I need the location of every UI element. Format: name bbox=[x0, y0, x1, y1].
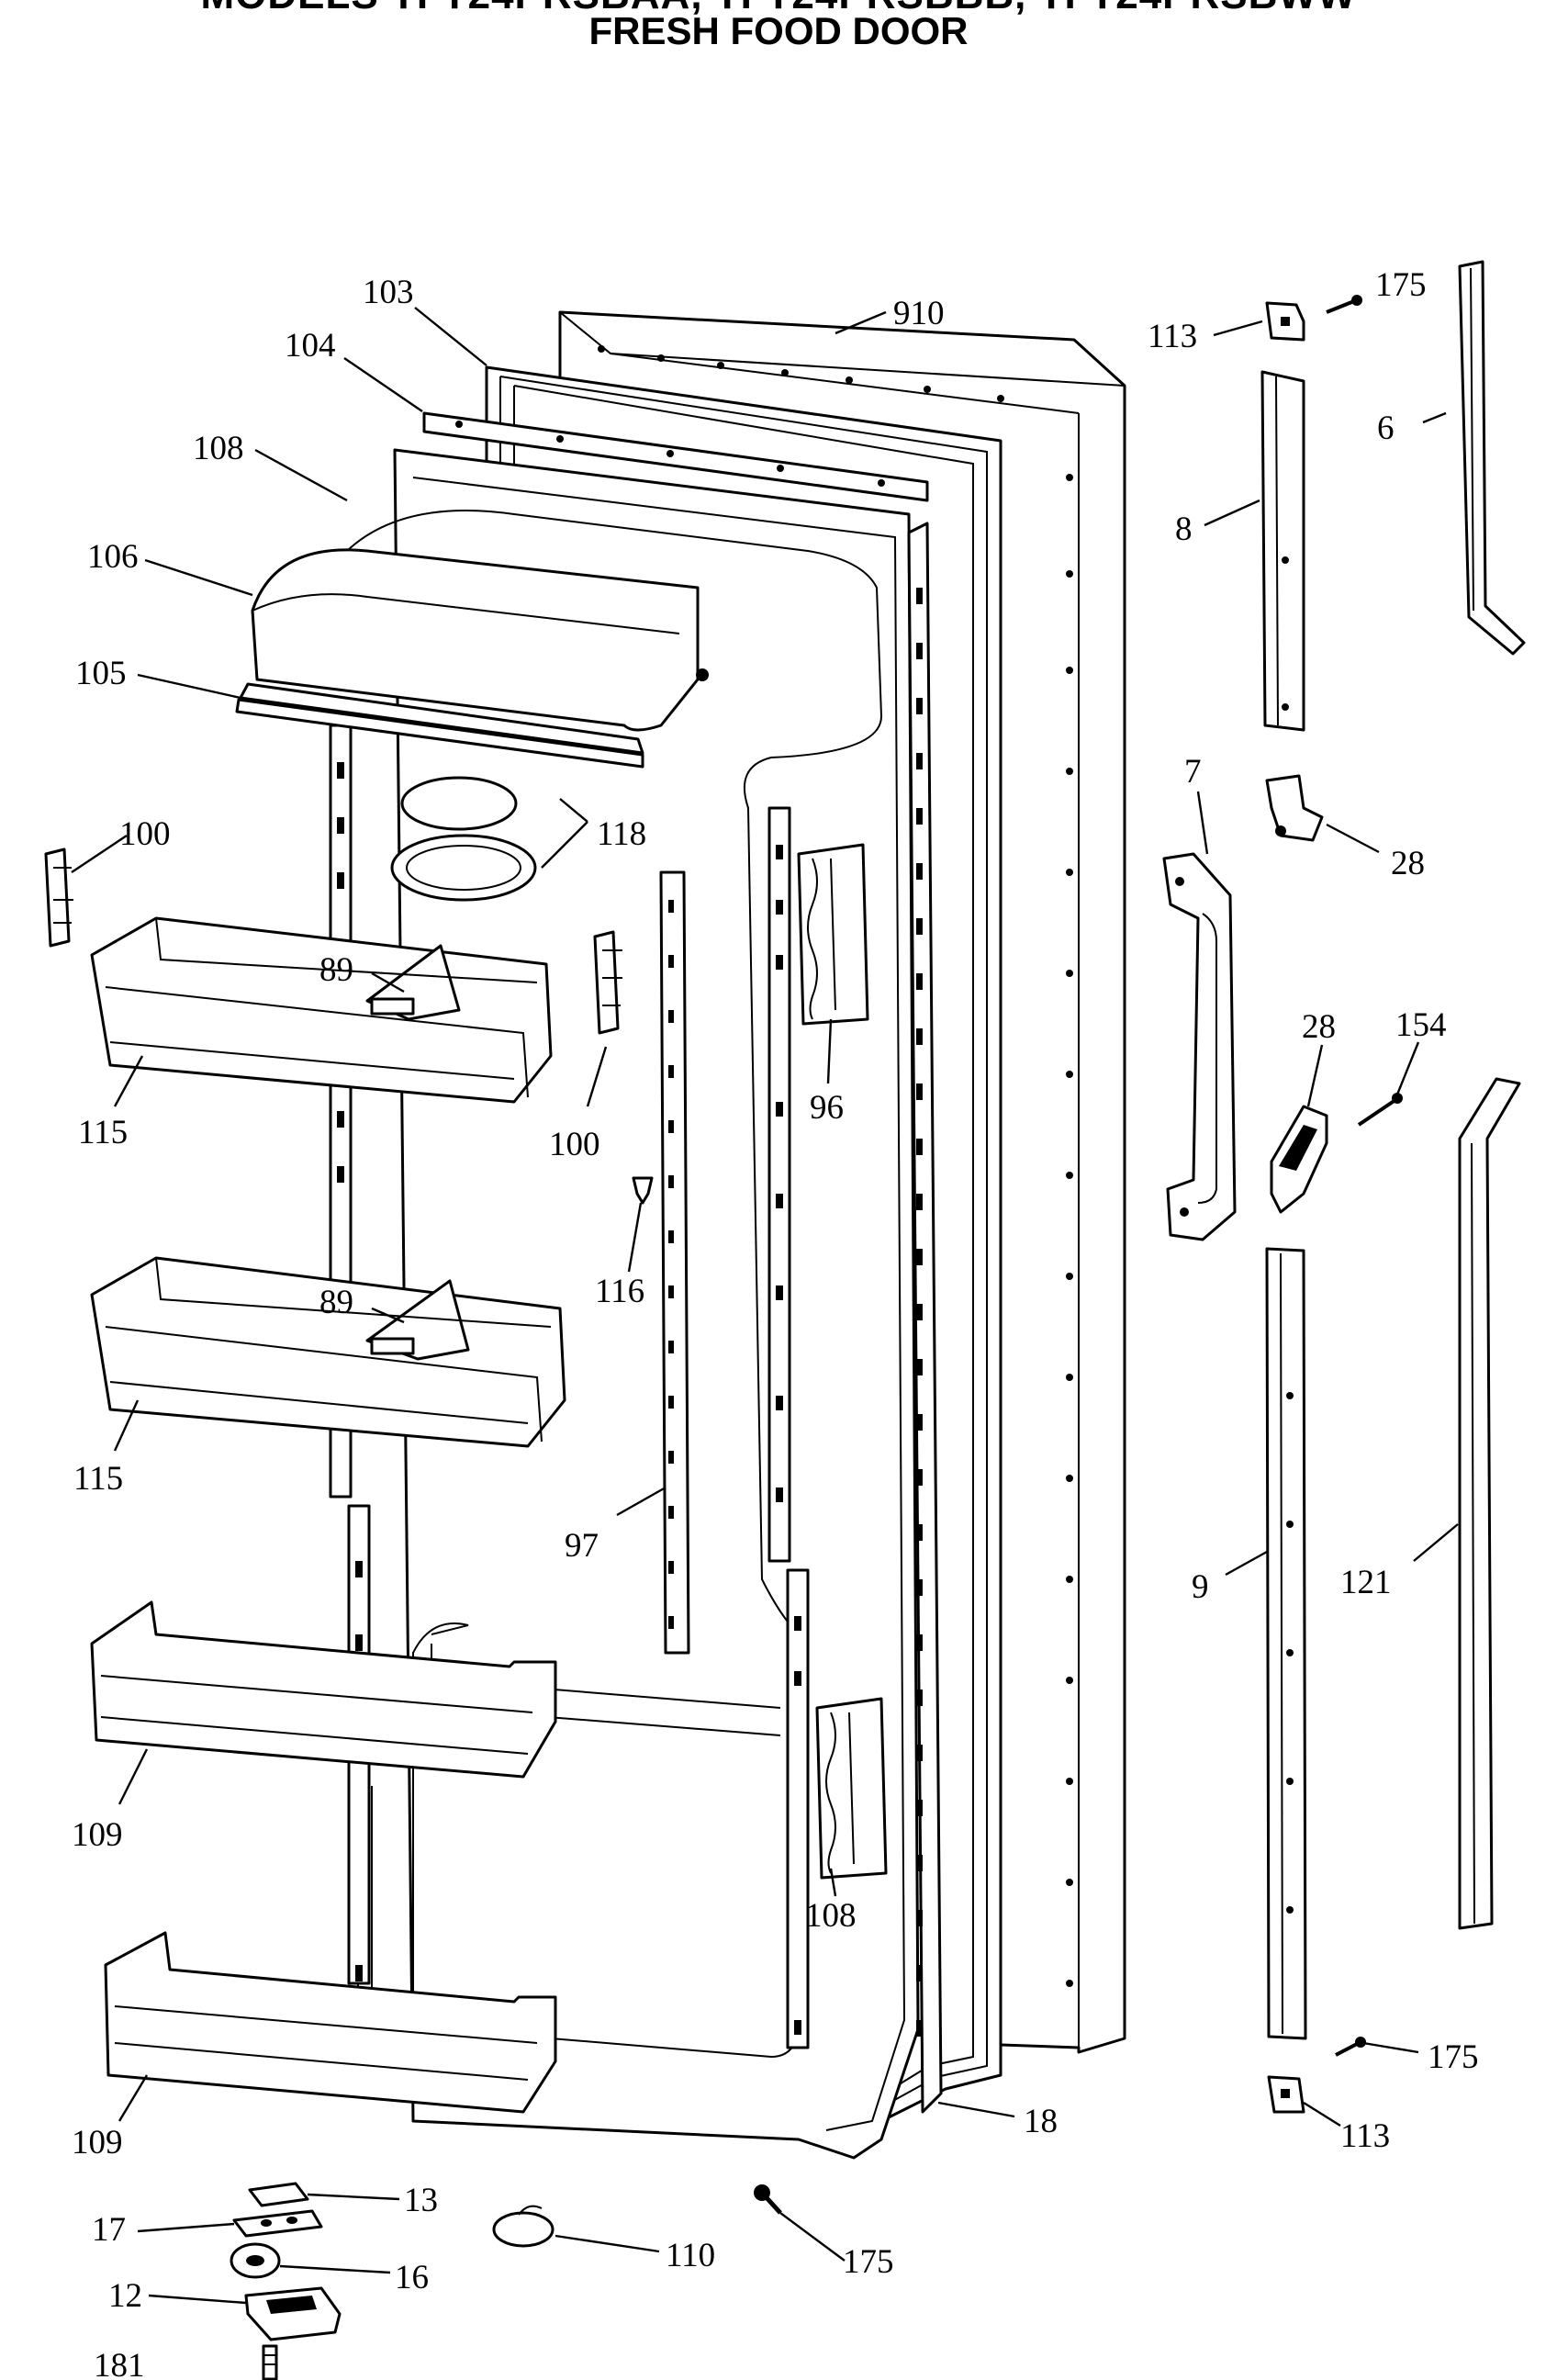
hinge-lower bbox=[1270, 1105, 1328, 1214]
mullion-pad-lower bbox=[815, 1697, 888, 1880]
shim-17 bbox=[232, 2209, 323, 2238]
callout-175-bottom: 175 bbox=[843, 2243, 894, 2281]
diagram-subtitle: FRESH FOOD DOOR bbox=[588, 9, 969, 52]
callout-13: 13 bbox=[404, 2182, 438, 2219]
callout-109-upper: 109 bbox=[72, 1816, 123, 1854]
hinge-bottom-12 bbox=[244, 2286, 342, 2341]
callout-7: 7 bbox=[1184, 753, 1202, 791]
butter-pads bbox=[390, 776, 537, 902]
handle-mount-upper bbox=[1260, 370, 1305, 732]
plug-116 bbox=[632, 1176, 654, 1205]
callout-175-lower: 175 bbox=[1428, 2038, 1479, 2076]
bin-clip-right bbox=[593, 930, 622, 1035]
callout-106: 106 bbox=[87, 538, 139, 576]
callout-28-lower: 28 bbox=[1302, 1008, 1336, 1046]
end-cap-top bbox=[1265, 301, 1305, 342]
callout-154: 154 bbox=[1395, 1006, 1447, 1044]
callout-115-lower: 115 bbox=[73, 1460, 123, 1498]
callout-110: 110 bbox=[666, 2237, 715, 2274]
callout-109-lower: 109 bbox=[72, 2124, 123, 2161]
hinge-upper bbox=[1265, 774, 1324, 842]
callout-16: 16 bbox=[395, 2259, 429, 2296]
callout-89-upper: 89 bbox=[319, 951, 353, 989]
callout-103: 103 bbox=[363, 274, 414, 311]
callout-116: 116 bbox=[595, 1273, 644, 1310]
callout-17: 17 bbox=[92, 2211, 126, 2249]
handle-trim-upper bbox=[1458, 260, 1526, 656]
bin-clip-left bbox=[44, 848, 73, 948]
door-bin-upper bbox=[90, 916, 553, 1104]
door-shelf-upper bbox=[90, 1600, 557, 1779]
bushing-16 bbox=[230, 2242, 281, 2279]
callout-100-right: 100 bbox=[549, 1126, 600, 1163]
screw-154 bbox=[1357, 1093, 1403, 1127]
door-bin-lower bbox=[90, 1256, 566, 1448]
handle-mount-lower bbox=[1265, 1247, 1307, 2040]
leader-lines bbox=[71, 307, 1459, 2305]
callout-108-top: 108 bbox=[193, 430, 244, 467]
door-shelf-lower bbox=[104, 1931, 557, 2114]
plug-110 bbox=[492, 2205, 554, 2248]
callout-97: 97 bbox=[565, 1527, 599, 1565]
callout-96: 96 bbox=[810, 1089, 844, 1127]
callout-175-top: 175 bbox=[1375, 266, 1427, 304]
top-trim-strip bbox=[422, 411, 929, 502]
hinge-plate-13 bbox=[248, 2182, 309, 2207]
handle-trim-lower bbox=[1458, 1077, 1521, 1930]
mullion-pad-upper bbox=[797, 843, 869, 1026]
screw-175-lower bbox=[1335, 2037, 1366, 2057]
dairy-compartment bbox=[235, 548, 709, 769]
screw-175-top bbox=[1326, 295, 1362, 314]
callout-121: 121 bbox=[1340, 1564, 1392, 1601]
diagram-title: MODELS TFT24PRSBAA, TFT24PRSBBB, TFT24PR… bbox=[0, 0, 1557, 18]
callout-105: 105 bbox=[75, 655, 127, 692]
callout-28-upper: 28 bbox=[1391, 845, 1425, 882]
callout-118: 118 bbox=[597, 815, 646, 853]
screw-181 bbox=[262, 2344, 278, 2380]
callout-100-left: 100 bbox=[119, 815, 171, 853]
callout-115-upper: 115 bbox=[78, 1114, 128, 1151]
callout-113-bottom: 113 bbox=[1340, 2117, 1390, 2155]
callout-12: 12 bbox=[108, 2277, 142, 2315]
end-cap-bottom bbox=[1267, 2075, 1305, 2114]
callout-104: 104 bbox=[285, 327, 336, 365]
callout-18: 18 bbox=[1024, 2103, 1058, 2140]
callout-labels: 103 104 108 106 105 910 113 175 6 8 7 28… bbox=[72, 266, 1479, 2380]
callout-181: 181 bbox=[94, 2347, 145, 2380]
vertical-strip-97 bbox=[659, 870, 690, 1655]
callout-108-lower: 108 bbox=[805, 1897, 857, 1935]
callout-910: 910 bbox=[893, 295, 945, 332]
door-handle bbox=[1162, 852, 1237, 1241]
liner-right-rail bbox=[767, 806, 810, 2049]
callout-9: 9 bbox=[1192, 1568, 1209, 1606]
callout-8: 8 bbox=[1175, 511, 1193, 548]
callout-89-lower: 89 bbox=[319, 1284, 353, 1321]
screw-175-bottom bbox=[754, 2184, 782, 2215]
callout-6: 6 bbox=[1377, 410, 1395, 447]
gasket-side-strip bbox=[907, 522, 943, 2114]
callout-113-top: 113 bbox=[1148, 318, 1197, 355]
